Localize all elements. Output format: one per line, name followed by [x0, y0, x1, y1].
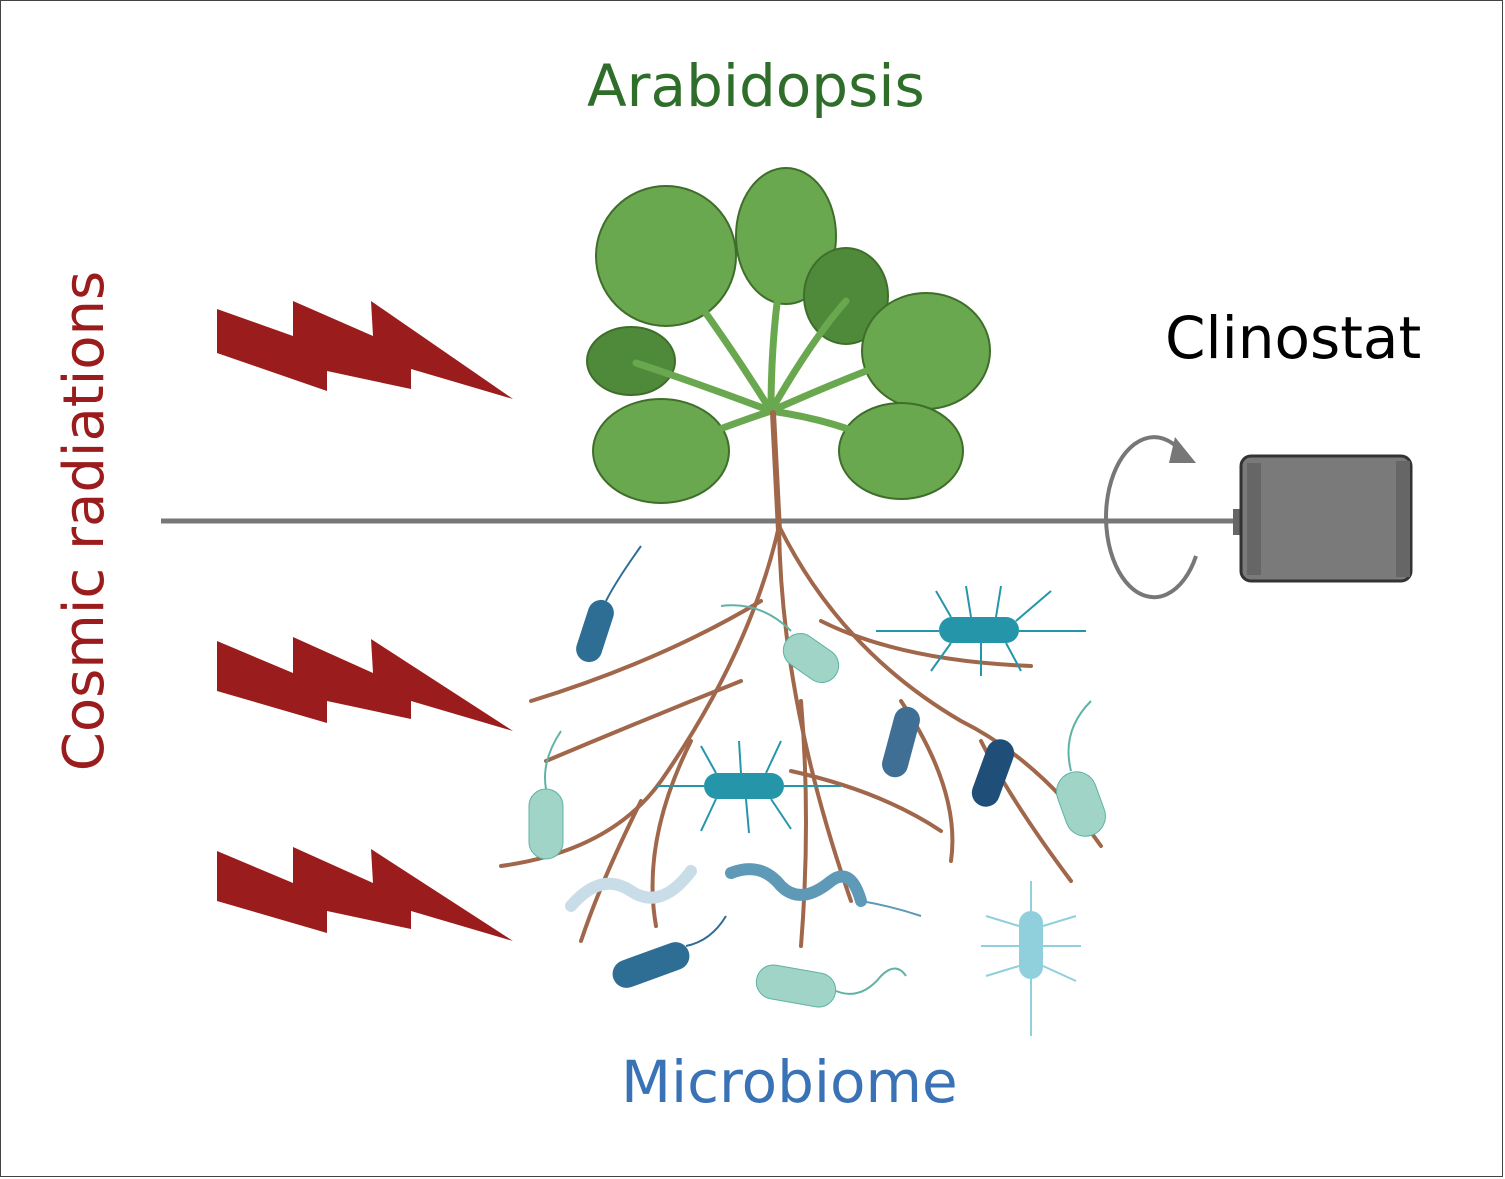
- cosmic-radiations-label: Cosmic radiations: [52, 270, 117, 772]
- bacterium-icon: [755, 964, 907, 1008]
- bacterium-icon: [720, 604, 840, 683]
- motor-cylinder-icon: [1233, 454, 1413, 583]
- bacteria-group: [528, 545, 1106, 1036]
- plant-icon: [499, 167, 1103, 948]
- lightning-bolt-icon: [217, 847, 513, 941]
- lightning-bolt-icon: [217, 637, 513, 731]
- bacterium-icon: [656, 740, 841, 834]
- bacterium-icon: [882, 706, 920, 778]
- microbiome-label: Microbiome: [621, 1048, 958, 1116]
- bacterium-icon: [576, 545, 642, 663]
- rotation-arrow-icon: [1104, 435, 1198, 600]
- plant-label: Arabidopsis: [587, 52, 925, 120]
- bacterium-icon: [981, 881, 1081, 1036]
- bacterium-icon: [612, 915, 727, 988]
- bacterium-icon: [971, 739, 1015, 807]
- bacterium-icon: [528, 730, 564, 860]
- bacterium-icon: [1056, 700, 1106, 837]
- bacterium-icon: [876, 585, 1086, 676]
- bacterium-icon: [725, 863, 922, 917]
- lightning-bolt-icon: [217, 301, 513, 399]
- bacterium-icon: [565, 865, 697, 912]
- clinostat-label: Clinostat: [1165, 304, 1422, 372]
- lightning-bolts: [217, 301, 513, 941]
